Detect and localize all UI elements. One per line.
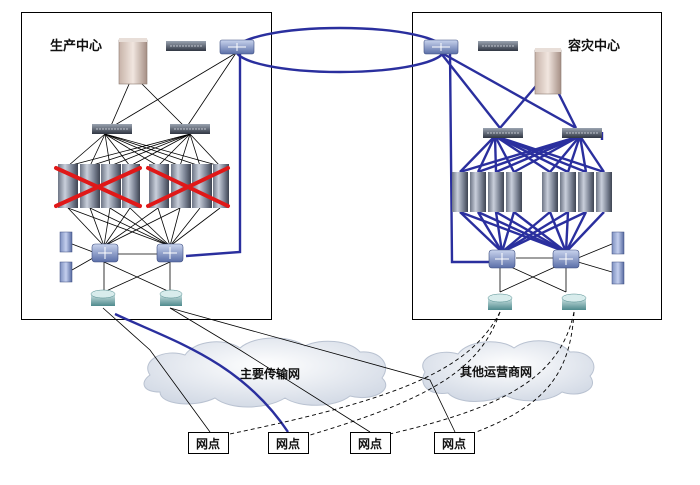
wan-links xyxy=(102,307,575,439)
production-agg-switch-2 xyxy=(170,124,210,134)
dr-core-switch-2 xyxy=(552,249,580,269)
dr-border-switch xyxy=(423,39,459,55)
production-mainframe xyxy=(118,38,148,85)
production-center-frame xyxy=(21,12,272,320)
dr-active-links xyxy=(439,50,605,264)
branch-node-4: 网点 xyxy=(434,432,475,454)
dr-top-switch-1 xyxy=(478,41,518,51)
production-router-1 xyxy=(90,289,116,306)
svg-text:网点: 网点 xyxy=(442,436,466,451)
dr-server-cluster xyxy=(452,172,612,212)
branch-node-2: 网点 xyxy=(268,432,309,454)
production-storage-1 xyxy=(59,231,73,253)
dr-center-frame xyxy=(412,12,662,320)
dr-router-2 xyxy=(561,293,587,310)
branch-node-3: 网点 xyxy=(350,432,391,454)
dr-agg-switch-2 xyxy=(562,128,602,138)
production-blue-uplink xyxy=(185,53,242,258)
dr-agg-switch-1 xyxy=(483,128,523,138)
production-storage-2 xyxy=(59,261,73,283)
branch-node-1: 网点 xyxy=(188,432,229,454)
production-center-label: 生产中心 xyxy=(50,38,102,54)
other-carrier-cloud-label: 其他运营商网 xyxy=(460,364,532,379)
dr-mainframe xyxy=(534,48,562,95)
dr-router-1 xyxy=(487,293,513,310)
main-transport-cloud-label: 主要传输网 xyxy=(240,366,300,381)
dr-storage-2 xyxy=(611,261,625,285)
dr-center-label: 容灾中心 xyxy=(567,38,620,54)
svg-text:网点: 网点 xyxy=(196,436,220,451)
svg-text:网点: 网点 xyxy=(358,436,382,451)
main-transport-cloud: 主要传输网 xyxy=(143,337,387,408)
other-carrier-cloud: 其他运营商网 xyxy=(422,340,595,402)
production-border-switch xyxy=(219,39,255,55)
failure-x-mark xyxy=(54,166,230,208)
production-agg-switch-1 xyxy=(92,124,132,134)
production-router-2 xyxy=(159,289,183,306)
production-core-switch-2 xyxy=(156,243,184,263)
production-thin-links xyxy=(67,52,237,293)
production-top-switch-1 xyxy=(166,41,206,51)
production-core-switch-1 xyxy=(91,243,119,263)
dr-storage-1 xyxy=(611,231,625,255)
svg-text:网点: 网点 xyxy=(276,436,300,451)
production-server-cluster xyxy=(58,164,229,208)
dr-core-switch-1 xyxy=(488,249,516,269)
